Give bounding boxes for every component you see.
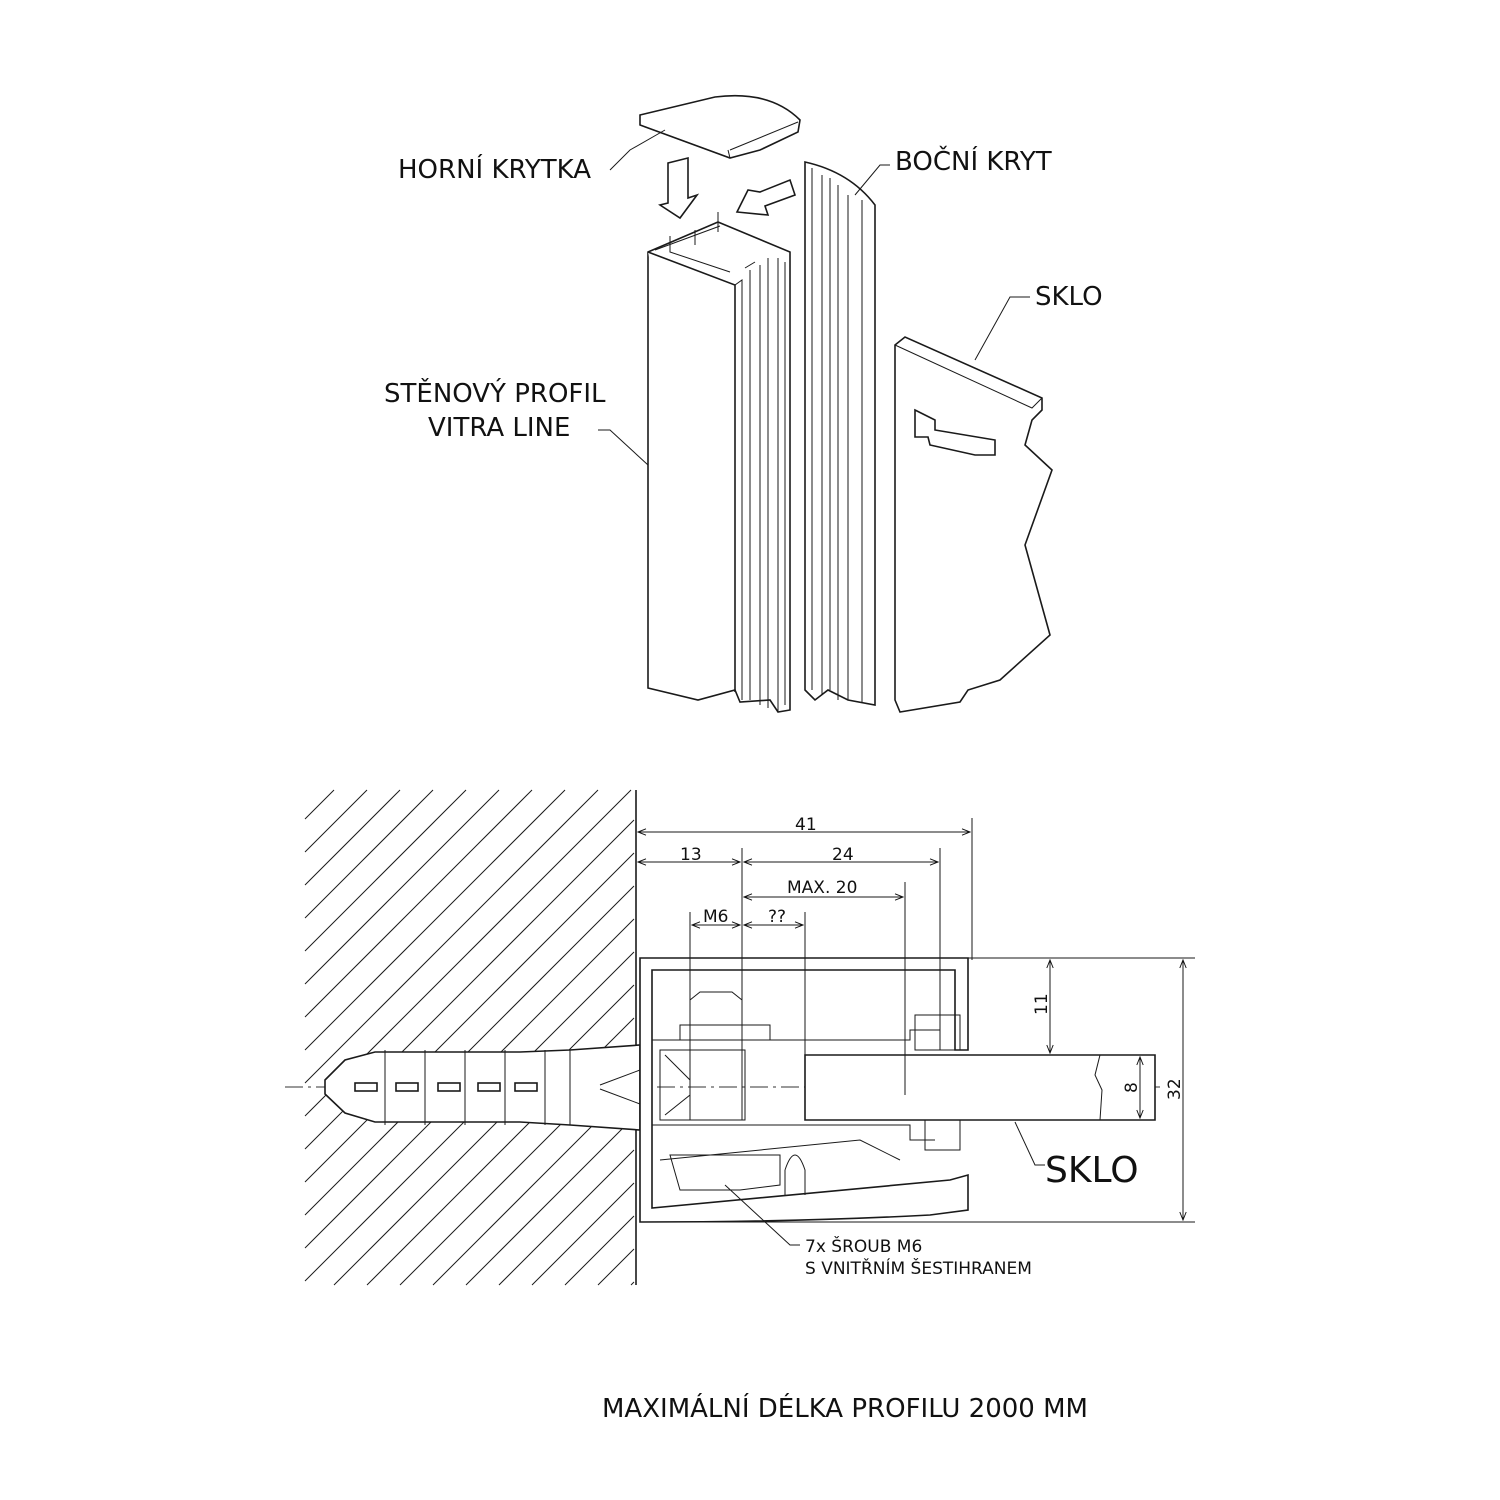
wall-hatch bbox=[304, 789, 635, 1286]
dimension-lines bbox=[638, 818, 1195, 1246]
hatch-line bbox=[304, 789, 599, 1084]
side-cover bbox=[804, 161, 876, 706]
hatch-line bbox=[304, 789, 335, 820]
label-glass: SKLO bbox=[1035, 282, 1103, 312]
arrow-glass-icon bbox=[914, 408, 996, 456]
hatch-line bbox=[304, 789, 566, 1051]
hatch-line bbox=[333, 984, 635, 1286]
dim-8: 8 bbox=[1122, 1082, 1142, 1093]
arrow-down-icon bbox=[658, 156, 700, 220]
hatch-line bbox=[304, 789, 500, 985]
leader-top-cap bbox=[609, 129, 666, 171]
dim-13: 13 bbox=[680, 845, 702, 865]
arrow-left-icon bbox=[735, 178, 797, 216]
hatch-line bbox=[304, 789, 401, 886]
dim-41: 41 bbox=[795, 815, 817, 835]
footer-note: MAXIMÁLNÍ DÉLKA PROFILU 2000 MM bbox=[602, 1392, 1088, 1424]
dim-max-20: MAX. 20 bbox=[787, 878, 857, 898]
hatch-line bbox=[498, 1149, 635, 1286]
label-screw-2: S VNITŘNÍM ŠESTIHRANEM bbox=[805, 1257, 1032, 1279]
hatch-line bbox=[531, 1182, 635, 1286]
hatch-line bbox=[465, 1116, 635, 1286]
hatch-line bbox=[304, 789, 434, 919]
wall-profile bbox=[647, 212, 791, 713]
profile-section bbox=[639, 957, 969, 1223]
hatch-line bbox=[564, 1215, 635, 1286]
label-wall-profile-2: VITRA LINE bbox=[428, 413, 570, 443]
glass-section bbox=[804, 1054, 1156, 1121]
hatch-line bbox=[630, 1281, 635, 1286]
dim-unknown: ?? bbox=[768, 907, 786, 927]
label-screw-1: 7x ŠROUB M6 bbox=[805, 1235, 922, 1257]
hatch-line bbox=[304, 789, 533, 1018]
label-side-cover: BOČNÍ KRYT bbox=[895, 145, 1052, 177]
hatch-line bbox=[304, 885, 635, 1216]
label-glass-section: SKLO bbox=[1045, 1150, 1139, 1191]
hatch-line bbox=[304, 789, 368, 853]
wall-plug bbox=[324, 1044, 641, 1131]
label-top-cap: HORNÍ KRYTKA bbox=[398, 153, 591, 185]
dim-24: 24 bbox=[832, 845, 854, 865]
label-wall-profile-1: STĚNOVÝ PROFIL bbox=[384, 377, 606, 409]
hatch-line bbox=[304, 852, 635, 1183]
hatch-line bbox=[597, 1248, 635, 1286]
leader-side-cover bbox=[854, 164, 890, 196]
glass-pane bbox=[894, 336, 1053, 713]
leader-glass bbox=[974, 296, 1030, 361]
dim-11: 11 bbox=[1032, 993, 1052, 1015]
leader-wall-profile bbox=[598, 429, 649, 466]
dim-m6: M6 bbox=[703, 907, 728, 927]
top-cap bbox=[639, 94, 801, 159]
dim-32: 32 bbox=[1165, 1078, 1185, 1100]
hatch-line bbox=[304, 789, 467, 952]
